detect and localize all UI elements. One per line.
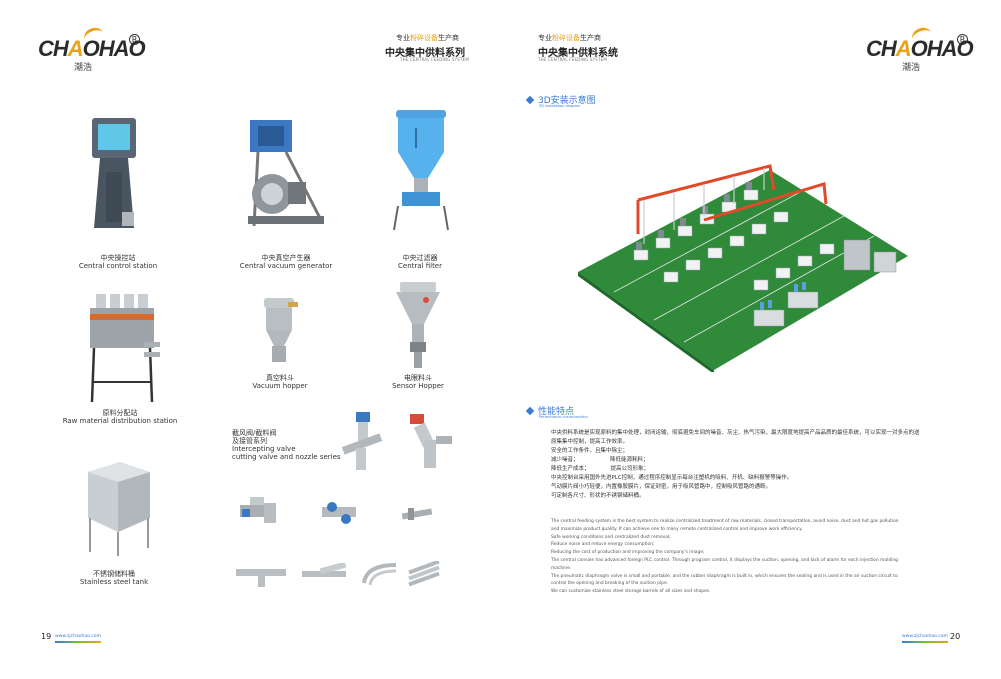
brand-logo-left: CHAOHAO R 潮浩	[38, 25, 146, 78]
section-3d-title: 3D安装示意图	[538, 96, 596, 106]
en-line: The central feeding system is the best s…	[551, 519, 899, 524]
right-page-number: 20	[950, 632, 961, 641]
right-footer-url[interactable]: www.zjchaohao.com	[902, 634, 948, 639]
raw-material-distribution-station-image	[90, 294, 160, 403]
left-page-title: 中央集中供料系列	[385, 48, 465, 59]
left-footer-color-bar	[55, 641, 101, 643]
pipe-elbow-image	[362, 563, 397, 586]
valve-image-4	[322, 502, 356, 524]
en-line: The pneumatic diaphragm valve is small a…	[551, 573, 898, 579]
cn-line: 安全的工作条件，且集中除尘；	[551, 448, 629, 454]
performance-cn-text: 中央供料系统是实现原料的集中处理，封闭运输，彻底避免车间的噪音、灰尘、热气污染，…	[551, 429, 961, 501]
sensor-hopper-image	[396, 282, 440, 368]
cn-line: 可定制各尺寸、形状的不锈钢储料桶。	[551, 493, 645, 499]
cn-line: 气动膜片阀小巧轻便，内置橡胶膜片，保证封密，用于吸风管路中，控制吸风管路的通断。	[551, 484, 772, 490]
en-line: We can customize stainless steel storage…	[551, 589, 711, 595]
en-line: machine.	[551, 565, 572, 571]
section-performance-subtitle: Performance characteristics	[539, 415, 588, 419]
en-line: Reducing the cost of production and impr…	[551, 550, 705, 556]
pipe-wye-image	[302, 563, 347, 577]
central-filter-image	[393, 110, 449, 231]
right-page-title: 中央集中供料系统	[538, 48, 618, 59]
right-page-subtitle: THE CENTRAL FEEDING SYSTEM	[538, 57, 607, 62]
en-line: Safe working conditions and centralized …	[551, 534, 671, 540]
valve-image-1	[341, 412, 383, 470]
central-vacuum-generator-image	[248, 120, 324, 227]
brand-logo-right: CHAOHAO R 潮浩	[866, 25, 974, 78]
cn-line: 减少噪音； 降低能源耗料；	[551, 457, 649, 463]
pipe-tee-image	[236, 569, 286, 587]
right-tagline: 专业粉碎设备生产商	[538, 34, 601, 42]
en-line: control the opening and breaking of the …	[551, 581, 669, 587]
diamond-bullet-3d	[525, 95, 535, 105]
left-tagline: 专业粉碎设备生产商	[396, 34, 459, 42]
diamond-bullet-performance	[525, 406, 535, 416]
3d-installation-diagram	[578, 164, 908, 372]
vacuum-hopper-image	[264, 298, 298, 362]
cn-line: 中央供料系统是实现原料的集中处理，封闭运输，彻底避免车间的噪音、灰尘、热气污染，…	[551, 430, 920, 436]
en-line: and maximize product quality. It can ach…	[551, 526, 803, 532]
en-line: Reduce noise and reduce energy consumpti…	[551, 542, 655, 548]
cn-line: 降低生产成本； 提高公司形象；	[551, 466, 649, 472]
performance-en-text: The central feeding system is the best s…	[551, 518, 971, 596]
left-footer-url[interactable]: www.zjchaohao.com	[55, 634, 101, 639]
right-footer-color-bar	[902, 641, 948, 643]
cn-line: 中央控制台采用国外先进PLC控制，通过程序控制显示每台注塑机的吸料、开机、缺料报…	[551, 475, 793, 481]
cn-line: 原集集中控制，提高工作效率。	[551, 439, 629, 445]
en-line: The central console has advanced foreign…	[551, 557, 898, 563]
left-page-number: 19	[41, 632, 52, 641]
valve-image-2	[410, 414, 452, 468]
left-page-subtitle: THE CENTRAL FEEDING SYSTEM	[400, 57, 469, 62]
valve-image-5	[401, 508, 433, 520]
section-3d-subtitle: 3D installation diagram	[539, 104, 581, 108]
valve-image-3	[240, 497, 276, 523]
pipe-bundle-image	[408, 561, 440, 587]
section-performance-title: 性能特点	[538, 407, 575, 417]
stainless-steel-tank-image	[88, 462, 150, 556]
central-control-station-image	[92, 118, 136, 228]
